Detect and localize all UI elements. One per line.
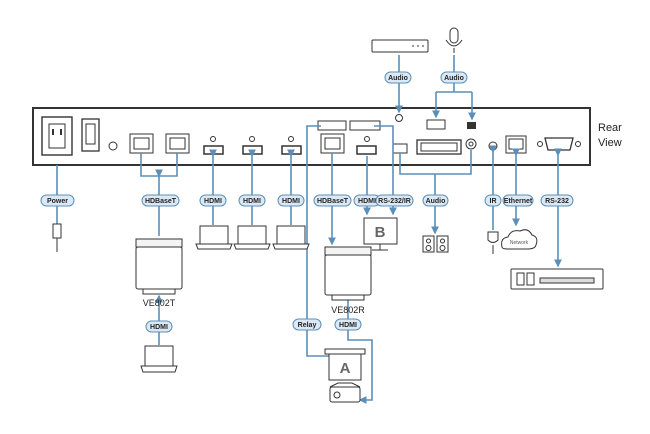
hdmi-laptop-label: HDMI [145, 320, 173, 333]
projection-screen-a-icon [324, 348, 366, 381]
audio-in-jack-icon [395, 114, 403, 122]
svg-text:Power: Power [47, 198, 68, 205]
microphone-icon [445, 27, 463, 53]
svg-text:Ethernet: Ethernet [504, 198, 533, 205]
network-cloud-icon: Network [501, 229, 538, 250]
cables [56, 55, 562, 404]
svg-text:Audio: Audio [444, 75, 464, 82]
display-b-letter: B [375, 224, 386, 241]
relay-label: Relay [292, 318, 322, 331]
ground-screw-icon [108, 141, 118, 151]
label-pills: Power HDBaseT HDMI HDMI HDMI HDBaseT HDM… [40, 71, 574, 333]
laptop-3-icon [272, 225, 310, 250]
ve802t-label: VE802T [143, 298, 176, 308]
svg-text:HDMI: HDMI [243, 198, 261, 205]
control-system-icon [510, 268, 604, 290]
svg-text:Relay: Relay [298, 322, 317, 329]
svg-text:HDMI: HDMI [339, 322, 357, 329]
svg-text:Audio: Audio [388, 75, 408, 82]
hdmi-3-label: HDMI [277, 194, 305, 207]
power-label: Power [40, 194, 75, 207]
svg-text:RS-232: RS-232 [545, 198, 569, 205]
display-b-icon [363, 217, 398, 251]
screen-a-letter: A [340, 360, 351, 377]
hdmi-1-label: HDMI [199, 194, 227, 207]
hdbaset-port-2-icon [165, 133, 190, 154]
svg-text:HDMI: HDMI [282, 198, 300, 205]
svg-text:Network: Network [510, 240, 529, 246]
svg-text:HDBaseT: HDBaseT [145, 198, 177, 205]
laptop-2-icon [233, 225, 271, 250]
hdmi-2-label: HDMI [238, 194, 266, 207]
hdmi-output-icon [356, 136, 377, 155]
audio-out-label: Audio [422, 194, 449, 207]
svg-text:RS-232/IR: RS-232/IR [378, 198, 411, 205]
switcher-rear-panel [32, 107, 591, 166]
hdbaset-out-port-icon [320, 133, 345, 154]
rs232-ir-label: RS-232/IR [375, 194, 414, 207]
laptop-4-icon [140, 345, 178, 373]
power-socket-icon [41, 116, 73, 156]
ir-label: IR [484, 194, 502, 207]
rs232-label: RS-232 [540, 194, 574, 207]
hdbaset-port-1-icon [129, 133, 154, 154]
svg-text:IR: IR [490, 198, 497, 205]
projector-icon [329, 382, 361, 403]
svg-text:Audio: Audio [426, 198, 446, 205]
svg-text:HDMI: HDMI [150, 324, 168, 331]
power-plug-icon [52, 223, 62, 252]
hdbaset-out-label: HDBaseT [313, 194, 352, 207]
relay-terminal-icon [317, 120, 347, 131]
rear-view-label-line2: View [598, 137, 622, 149]
svg-text:HDMI: HDMI [204, 198, 222, 205]
rear-view-label-line1: Rear [598, 122, 622, 134]
audio-top-2-label: Audio [440, 71, 468, 84]
laptop-1-icon [195, 225, 233, 250]
speakers-icon [422, 235, 449, 253]
audio-top-1-label: Audio [384, 71, 412, 84]
ve802t-transmitter-icon [135, 238, 183, 295]
audio-small-terminal-icon [392, 143, 408, 154]
hdmi-rx-label: HDMI [334, 318, 362, 331]
audio-out-terminal-icon [416, 139, 462, 155]
ve802r-receiver-icon [324, 246, 372, 301]
audio-out-jack-icon [465, 138, 477, 150]
audio-source-device-icon [371, 39, 429, 53]
rs232-port-icon [544, 137, 574, 151]
mic-in-icon [467, 122, 476, 129]
svg-text:HDBaseT: HDBaseT [317, 198, 349, 205]
ir-emitter-icon [487, 231, 499, 254]
ethernet-label: Ethernet [502, 194, 534, 207]
svg-text:HDMI: HDMI [358, 198, 376, 205]
hdbaset-in-label: HDBaseT [141, 194, 180, 207]
ve802r-label: VE802R [331, 305, 365, 315]
audio-in-terminal-icon [426, 119, 446, 130]
